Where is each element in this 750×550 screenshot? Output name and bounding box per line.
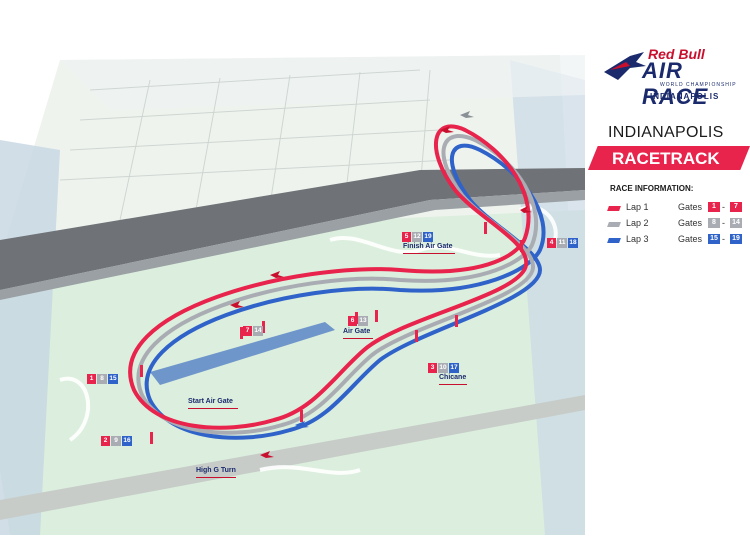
grandstand [0, 168, 585, 290]
gate-badge: 18 [568, 238, 578, 248]
air-gate-underline [343, 338, 373, 339]
finish-air-gate-underline [403, 253, 455, 254]
gates-label: Gates [678, 218, 703, 228]
lap-1-label: Lap 1 [626, 202, 649, 212]
race-info-heading: RACE INFORMATION: [610, 184, 694, 193]
gate-from-badge: 15 [708, 234, 720, 244]
gate-range-dash: - [722, 202, 725, 212]
gate-badge: 19 [423, 232, 433, 242]
gate-badge: 15 [108, 374, 118, 384]
plane-icon [260, 451, 274, 458]
gate-badge: 6 [348, 316, 357, 326]
lap-1-swatch [607, 206, 621, 211]
brand-name: Red Bull [648, 46, 705, 62]
gate-badge: 2 [101, 436, 110, 446]
gate-badge: 7 [243, 326, 252, 336]
plane-icon [230, 301, 244, 308]
plane-icon [520, 206, 532, 213]
plane-icon [270, 271, 284, 278]
gate-range-dash: - [722, 234, 725, 244]
gate-to-badge: 14 [730, 218, 742, 228]
lap-3-swatch [607, 238, 621, 243]
gate-to-badge: 19 [730, 234, 742, 244]
brand-subtitle: WORLD CHAMPIONSHIP [660, 82, 737, 88]
planes [230, 111, 532, 458]
lap-2-swatch [607, 222, 621, 227]
plane-icon [460, 111, 474, 118]
high-g-turn-label: High G Turn [196, 467, 236, 474]
legend-lap-3: Lap 3 Gates 15 - 19 [607, 234, 748, 246]
gates-label: Gates [678, 202, 703, 212]
plane-icon [440, 126, 454, 133]
gate-from-badge: 8 [708, 218, 720, 228]
lap1-path [128, 124, 531, 430]
gate-badge: 17 [449, 363, 459, 373]
chicane-label: Chicane [439, 374, 467, 381]
gate-to-badge: 7 [730, 202, 742, 212]
gate-from-badge: 1 [708, 202, 720, 212]
page-title-banner-text: RACETRACK [612, 149, 720, 168]
gates-label: Gates [678, 234, 703, 244]
high-g-turn-underline [196, 477, 236, 478]
lap2-path [136, 134, 539, 435]
road [0, 395, 585, 520]
finish-air-gate-label: Finish Air Gate [403, 243, 453, 250]
gate-badge: 10 [438, 363, 448, 373]
gate-badge: 11 [557, 238, 567, 248]
gate-badge: 8 [97, 374, 107, 384]
start-air-gate-label: Start Air Gate [188, 398, 233, 405]
gate-badge: 14 [253, 326, 263, 336]
gate-badge: 3 [428, 363, 437, 373]
start-air-gate-underline [188, 408, 238, 409]
legend-lap-1: Lap 1 Gates 1 - 7 [607, 202, 748, 214]
parking-grid [59, 69, 451, 221]
air-gate-label: Air Gate [343, 328, 371, 335]
gate-badge: 16 [122, 436, 132, 446]
lap-3-label: Lap 3 [626, 234, 649, 244]
gate-range-dash: - [722, 218, 725, 228]
plane-logo-icon [604, 52, 646, 80]
gate-badge: 5 [402, 232, 411, 242]
plane-icon [295, 421, 309, 428]
gate-badge: 13 [358, 316, 368, 326]
title-banner [588, 146, 750, 170]
gate-badge: 4 [547, 238, 556, 248]
pond [150, 322, 335, 385]
event-logo [600, 40, 746, 108]
brand-city: INDIANAPOLIS [650, 92, 720, 101]
chicane-underline [439, 384, 467, 385]
legend-lap-2: Lap 2 Gates 8 - 14 [607, 218, 748, 230]
gate-badge: 1 [87, 374, 96, 384]
gate-badge: 9 [111, 436, 121, 446]
sky-haze [60, 55, 585, 110]
lap-2-label: Lap 2 [626, 218, 649, 228]
lap3-path [145, 143, 546, 440]
brand-event: AIR RACE [642, 58, 709, 109]
page-title-city: INDIANAPOLIS [608, 124, 724, 141]
gate-badge: 12 [412, 232, 422, 242]
